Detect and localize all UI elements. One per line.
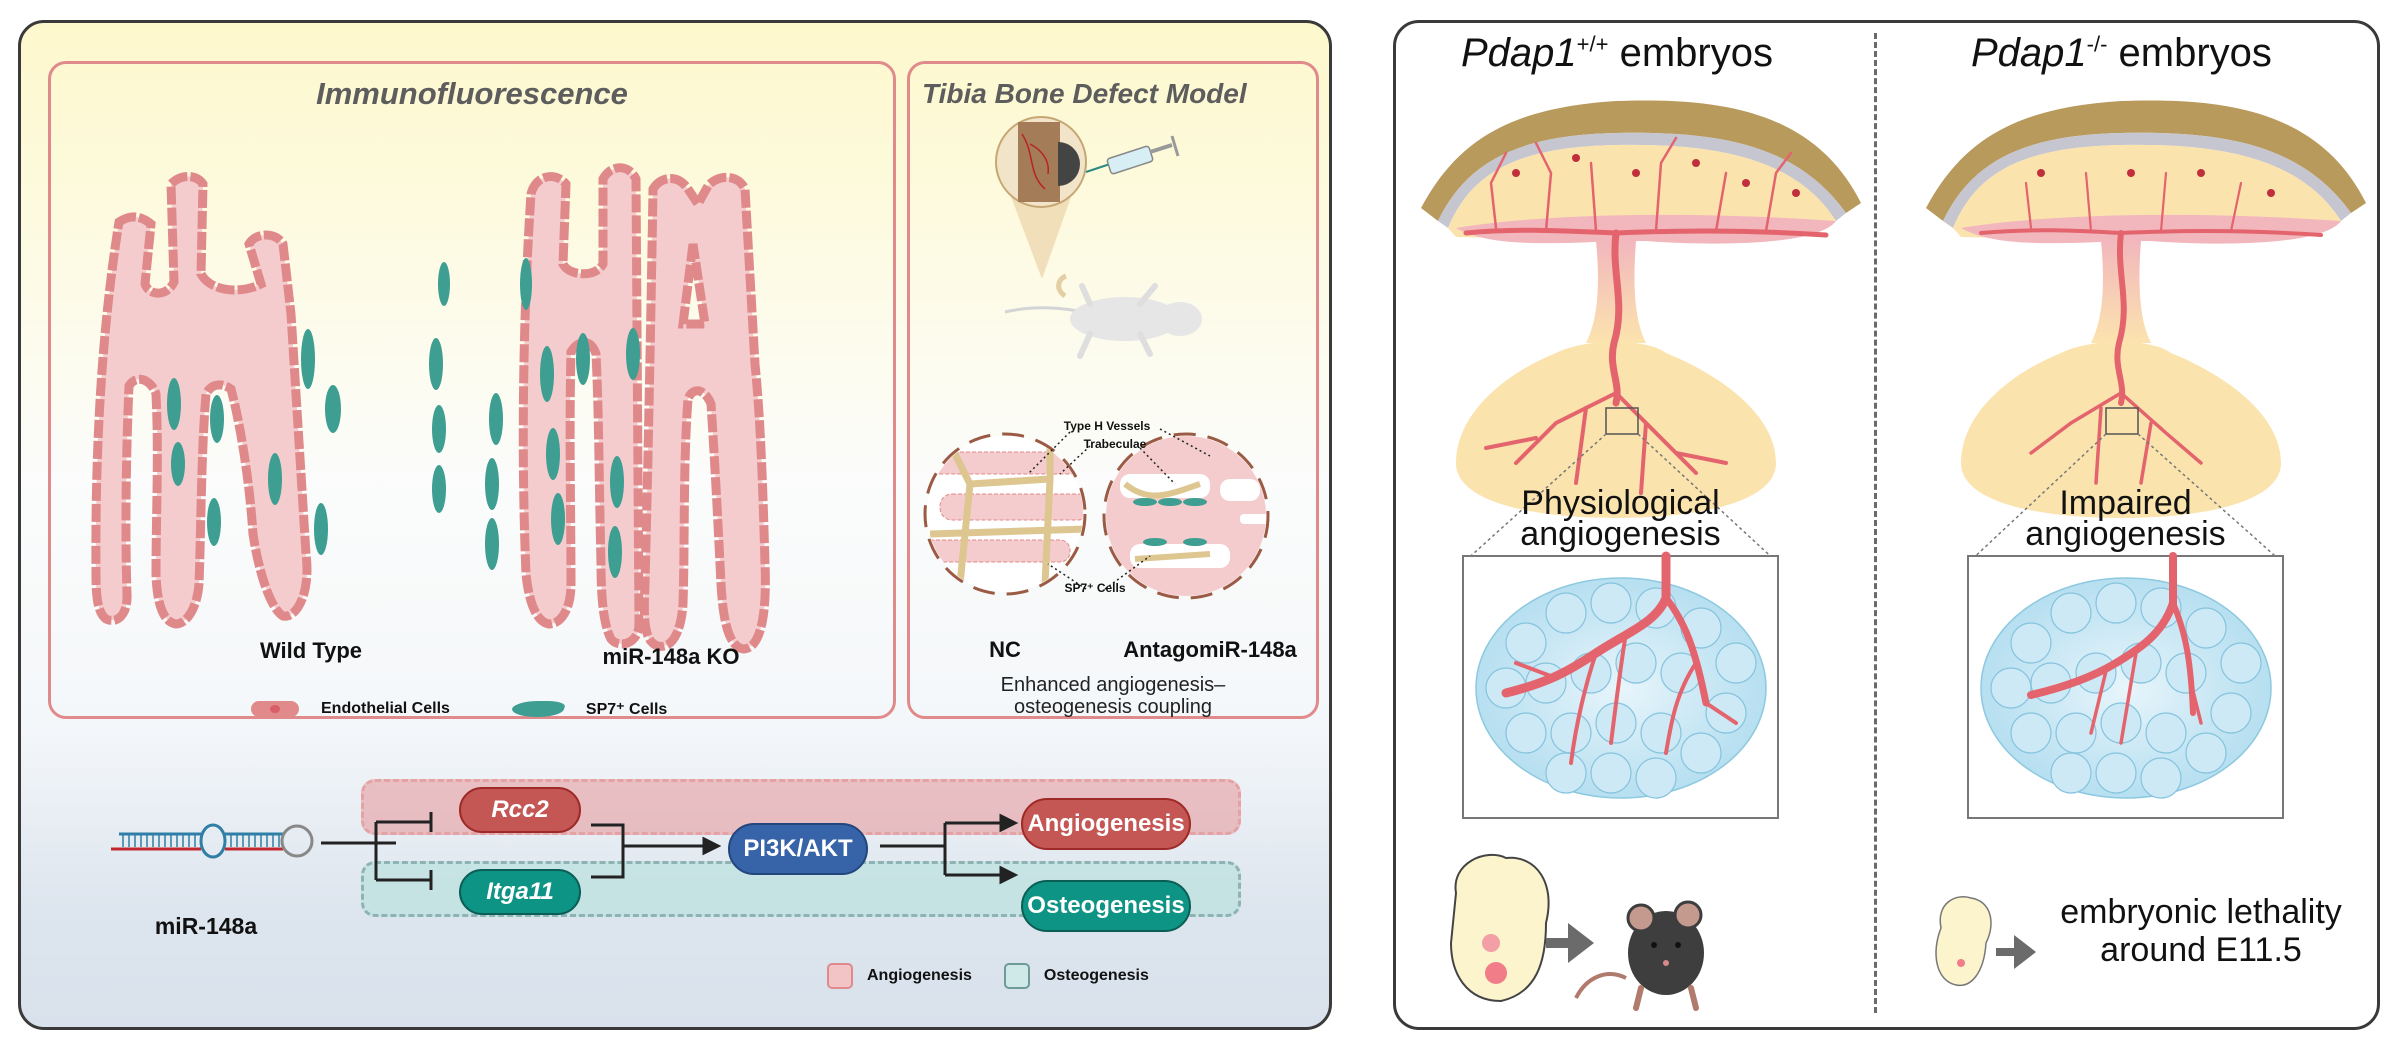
nc-bone-section [923,432,1087,596]
ko-tissue-zoom [1967,552,2284,819]
itga11-node: Itga11 [459,869,581,915]
sp7-cells-annotation: SP7⁺ Cells [1064,581,1125,595]
immunofluorescence-title: Immunofluorescence [316,76,628,111]
annotation-leaders [1027,428,1211,590]
osteogenesis-legend-label: Osteogenesis [1043,967,1149,984]
adult-mouse-icon [1574,900,1704,1011]
ko-caption-line1: Impaired [2059,484,2192,522]
wt-tissue-zoom [1462,551,1779,819]
antagomir-label: AntagomiR-148a [1123,637,1297,662]
wt-embryo-icon [1449,853,1550,1003]
tibia-caption-line2: osteogenesis coupling [1014,696,1212,718]
vessel-wt [91,172,312,629]
ko-vessels [518,163,770,654]
vessel-ko-left [518,163,644,649]
tibia-illustration: Type H Vessels Trabeculae SP7⁺ Cells [923,116,1270,600]
vessel-illustration [91,163,770,654]
antagomir-bone-section [1102,432,1270,600]
ko-gene-name: Pdap1 [1971,31,2087,75]
ko-label: miR-148a KO [602,644,740,669]
tibia-model-panel: Tibia Bone Defect Model [907,61,1319,719]
ko-placenta [1926,100,2366,564]
tibia-model-title: Tibia Bone Defect Model [922,78,1247,109]
wt-embryos-title: Pdap1+/+ embryos [1461,31,1773,76]
tibia-caption-line1: Enhanced angiogenesis– [1000,674,1226,696]
wild-type-vessels [91,172,312,629]
endothelial-cell-icon [251,701,299,717]
wt-genotype: +/+ [1576,31,1609,57]
lethality-line2: around E11.5 [2100,931,2302,969]
column-divider [1874,33,1877,1013]
inhibition-arrows [321,812,1019,890]
rcc2-node: Rcc2 [459,787,581,833]
lethality-outcome: embryonic lethality around E11.5 [2041,893,2361,969]
osteogenesis-node: Osteogenesis [1021,880,1191,932]
wt-caption-line2: angiogenesis [1520,515,1721,553]
bone-magnifier [995,116,1087,279]
angiogenesis-legend-label: Angiogenesis [867,967,972,984]
ko-genotype: -/- [2086,31,2108,57]
nc-label: NC [989,637,1021,662]
ko-embryo-icon [1935,896,1992,987]
wt-title-suffix: embryos [1608,31,1773,75]
wt-arrow-icon [1546,923,1594,963]
wt-caption: Physiological angiogenesis [1463,484,1778,553]
immunofluorescence-panel: Immunofluorescence [48,61,896,719]
ko-embryos-title: Pdap1-/- embryos [1971,31,2272,76]
sp7-cell-icon [509,701,567,717]
angiogenesis-swatch [827,963,853,989]
wt-gene-name: Pdap1 [1461,31,1577,75]
sp7-cells [167,258,640,578]
mouse-illustration [1004,273,1202,359]
ko-arrow-icon [1996,935,2036,969]
pathway-connectors [111,812,1019,890]
wt-placenta [1421,100,1861,564]
pathway-legend: Angiogenesis Osteogenesis [827,963,1149,989]
ko-caption-line2: angiogenesis [2025,515,2226,553]
angiogenesis-node: Angiogenesis [1021,798,1191,850]
mir148a-panel: Immunofluorescence [18,20,1332,1030]
tibia-caption: Enhanced angiogenesis– osteogenesis coup… [910,674,1316,718]
osteogenesis-swatch [1003,963,1030,989]
placenta-illustrations [1421,100,2366,1011]
trabeculae-annotation: Trabeculae [1084,437,1147,451]
mirna-hairpin-icon [111,823,314,859]
type-h-vessels-annotation: Type H Vessels [1064,419,1151,433]
ko-caption: Impaired angiogenesis [1968,484,2283,553]
ko-title-suffix: embryos [2107,31,2272,75]
syringe-icon [1085,135,1180,175]
wt-caption-line1: Physiological [1521,484,1720,522]
mirna-label: miR-148a [154,913,258,939]
vessel-ko-right [639,172,770,654]
sp7-cell-legend-label: SP7⁺ Cells [585,701,668,718]
endothelial-cell-legend-label: Endothelial Cells [321,700,450,717]
cell-legend: Endothelial Cells SP7⁺ Cells [251,699,667,719]
pdap1-panel: Pdap1+/+ embryos Pdap1-/- embryos [1393,20,2380,1030]
pi3k-akt-node: PI3K/AKT [728,823,868,875]
lethality-line1: embryonic lethality [2060,893,2342,931]
wild-type-label: Wild Type [259,638,363,663]
